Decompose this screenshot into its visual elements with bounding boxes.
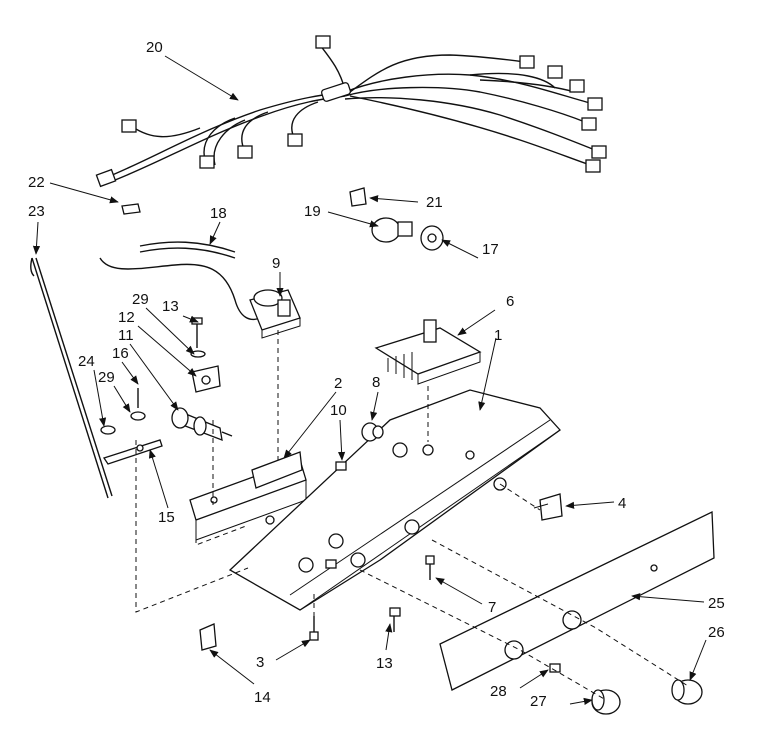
wire-harness <box>95 35 607 188</box>
callout-26: 26 <box>708 624 725 641</box>
callout-8: 8 <box>372 374 380 391</box>
callout-20: 20 <box>146 39 163 56</box>
callout-27: 27 <box>530 693 547 710</box>
callout-1: 1 <box>494 327 502 344</box>
callout-2: 2 <box>334 375 342 392</box>
knob-27 <box>591 689 621 715</box>
assembly-lines <box>135 330 689 701</box>
callout-14: 14 <box>254 689 271 706</box>
bracket-12 <box>191 365 221 393</box>
screw-13-lower <box>389 607 401 632</box>
callout-28: 28 <box>490 683 507 700</box>
screw-10 <box>335 461 347 471</box>
callout-12: 12 <box>118 309 135 326</box>
callout-18: 18 <box>210 205 227 222</box>
lamp-socket-17 <box>420 225 444 251</box>
callout-7: 7 <box>488 599 496 616</box>
knob-26 <box>671 679 703 705</box>
callout-15: 15 <box>158 509 175 526</box>
callout-22: 22 <box>28 174 45 191</box>
pointer-28 <box>549 663 561 673</box>
callout-25: 25 <box>708 595 725 612</box>
control-rod <box>29 257 113 499</box>
callout-4: 4 <box>618 495 626 512</box>
control-shaft-11 <box>171 407 233 442</box>
callout-9: 9 <box>272 255 280 272</box>
clip-21 <box>349 187 367 207</box>
callout-13-upper: 13 <box>162 298 179 315</box>
clip-14 <box>199 623 217 651</box>
clip-4 <box>533 493 563 521</box>
callout-10: 10 <box>330 402 347 419</box>
callout-6: 6 <box>506 293 514 310</box>
callout-16: 16 <box>112 345 129 362</box>
callout-3: 3 <box>256 654 264 671</box>
screw-7 <box>425 555 435 580</box>
light-bulb <box>371 217 413 243</box>
thermostat <box>249 289 301 339</box>
control-housing <box>228 389 561 611</box>
screw-13-upper <box>190 317 206 358</box>
washers-29 <box>100 388 146 435</box>
callout-24: 24 <box>78 353 95 370</box>
callout-labels: 20 22 23 21 19 17 18 9 6 1 2 8 10 13 29 … <box>28 39 725 710</box>
lever-15 <box>102 439 163 465</box>
control-board-6 <box>374 319 482 385</box>
callout-17: 17 <box>482 241 499 258</box>
control-panel-strip <box>439 510 715 691</box>
lamp-socket-8 <box>361 422 384 442</box>
callout-29-upper: 29 <box>132 291 149 308</box>
callout-21: 21 <box>426 194 443 211</box>
clip-22 <box>121 203 141 215</box>
callout-29-lower: 29 <box>98 369 115 386</box>
callout-11: 11 <box>118 327 134 344</box>
screw-3 <box>309 616 319 641</box>
callout-13-lower: 13 <box>376 655 393 672</box>
callout-19: 19 <box>304 203 321 220</box>
leader-lines <box>32 55 707 705</box>
tube-and-capillary <box>99 241 261 321</box>
callout-23: 23 <box>28 203 45 220</box>
